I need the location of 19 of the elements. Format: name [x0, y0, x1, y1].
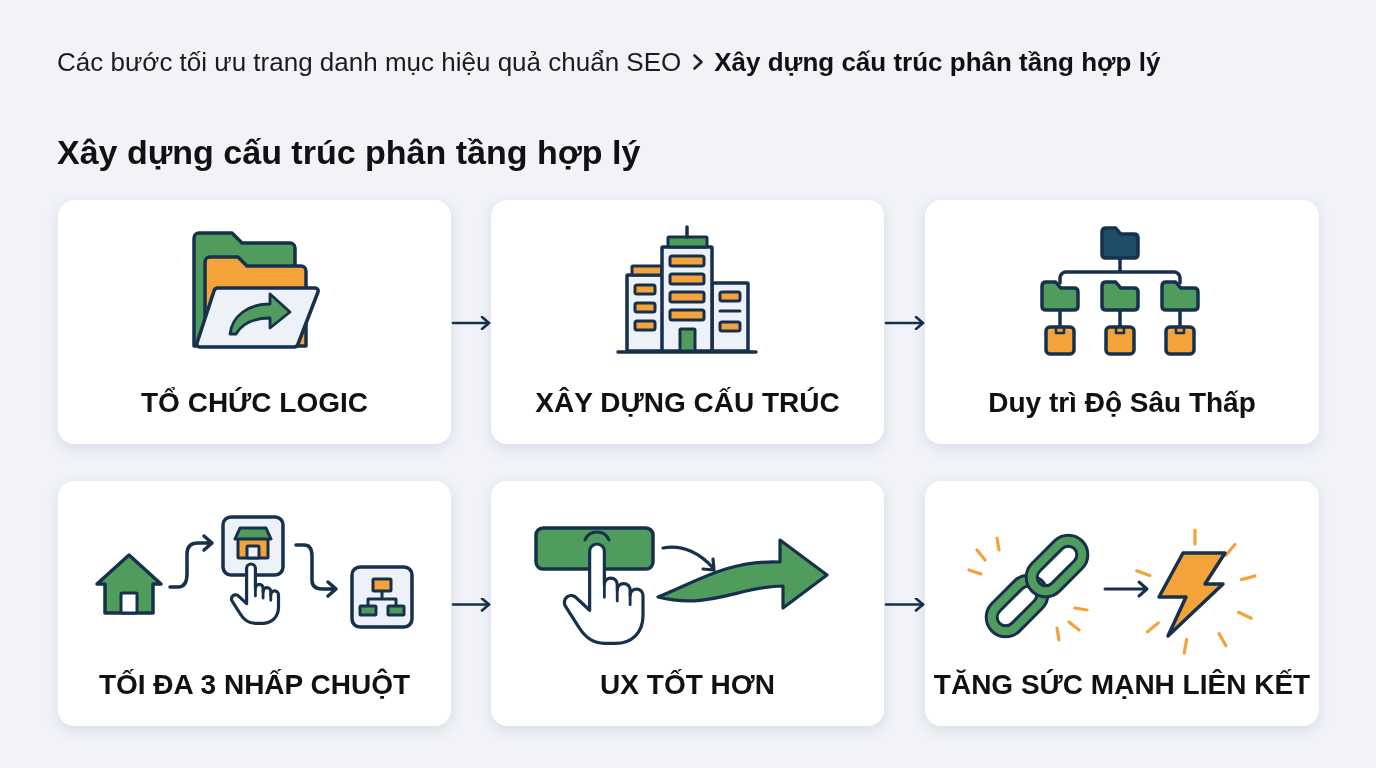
breadcrumb-link: Các bước tối ưu trang danh mục hiệu quả chuẩn SEO [57, 46, 682, 78]
breadcrumb-current: Xây dựng cấu trúc phân tầng hợp lý [714, 46, 1161, 78]
arrow [884, 315, 925, 331]
arrow [451, 597, 491, 612]
arrow [884, 597, 925, 612]
arrow [451, 315, 491, 331]
step-label: TỐI ĐA 3 NHẤP CHUỘT [98, 668, 411, 702]
step-card [491, 200, 884, 444]
step-card [58, 481, 451, 726]
step-label: XÂY DỰNG CẤU TRÚC [535, 386, 840, 420]
step-card [925, 481, 1319, 726]
step-card [491, 481, 884, 726]
step-label: TỔ CHỨC LOGIC [141, 386, 368, 420]
step-card [58, 200, 451, 444]
step-label: Duy trì Độ Sâu Thấp [988, 386, 1256, 420]
step-label: TĂNG SỨC MẠNH LIÊN KẾT [933, 668, 1311, 702]
step-label: UX TỐT HƠN [600, 668, 775, 702]
step-card [925, 200, 1319, 444]
page-title: Xây dựng cấu trúc phân tầng hợp lý [57, 132, 641, 173]
